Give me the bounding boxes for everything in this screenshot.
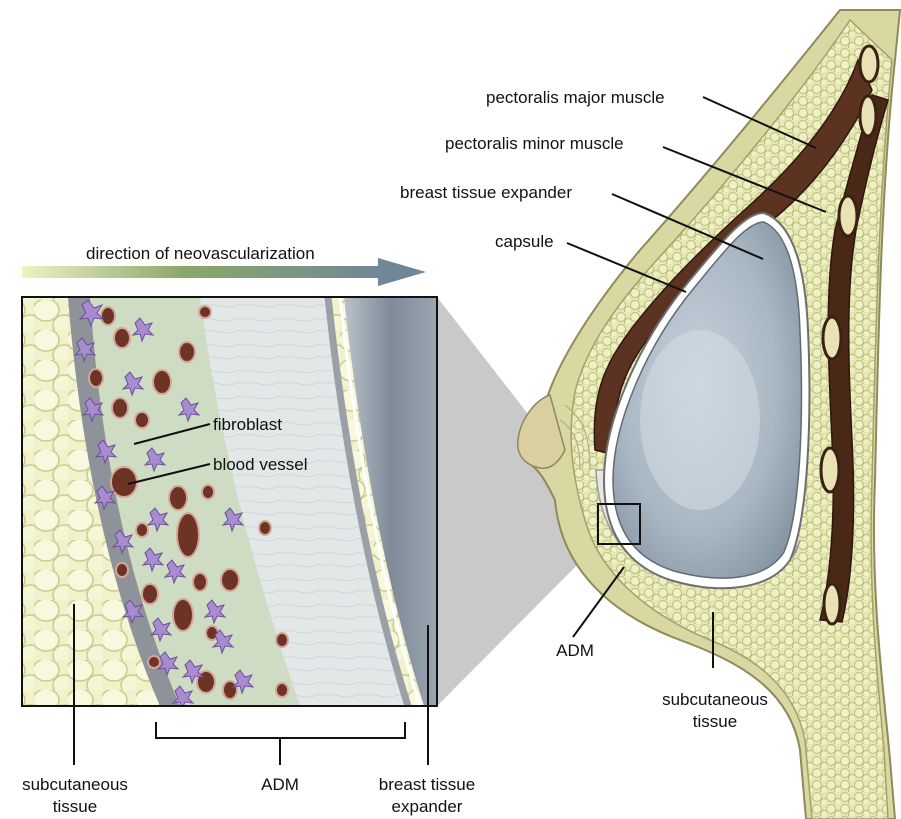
anatomy-subcutaneous-label-line2: tissue [645,712,785,732]
direction-label: direction of neovascularization [86,244,315,264]
inset-subcutaneous-label-line2: tissue [5,797,145,817]
capsule-label: capsule [495,232,554,252]
pectoralis-major-label: pectoralis major muscle [486,88,665,108]
blood-vessel-label: blood vessel [213,455,308,475]
tissue-expander-label: breast tissue expander [400,183,572,203]
direction-arrow-shaft [22,266,382,278]
inset-subcutaneous-label-line1: subcutaneous [5,775,145,795]
inset-expander-label-line1: breast tissue [352,775,502,795]
direction-arrow-head [378,258,426,286]
inset-expander-label-line2: expander [352,797,502,817]
anatomy-subcutaneous-label-line1: subcutaneous [645,690,785,710]
fibroblast-label: fibroblast [213,415,282,435]
inset-adm-label: ADM [240,775,320,795]
inset-magnified-view [22,297,437,709]
anatomy-adm-label: ADM [535,641,615,661]
pectoralis-minor-label: pectoralis minor muscle [445,134,624,154]
